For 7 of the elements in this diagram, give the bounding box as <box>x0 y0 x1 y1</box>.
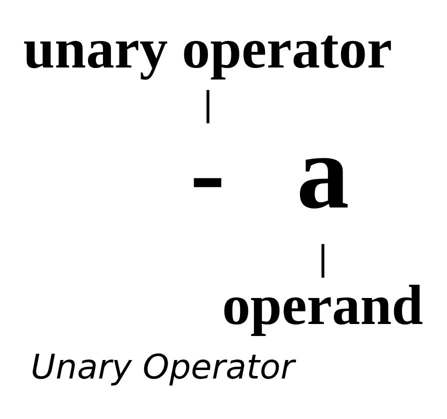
node-text: unary operator <box>23 18 392 80</box>
connector <box>206 90 210 123</box>
node-text: - <box>190 113 226 230</box>
node-text: operand <box>222 274 424 337</box>
node-text: a <box>296 113 350 230</box>
caption: Unary Operator <box>30 346 294 386</box>
connector <box>322 244 324 278</box>
